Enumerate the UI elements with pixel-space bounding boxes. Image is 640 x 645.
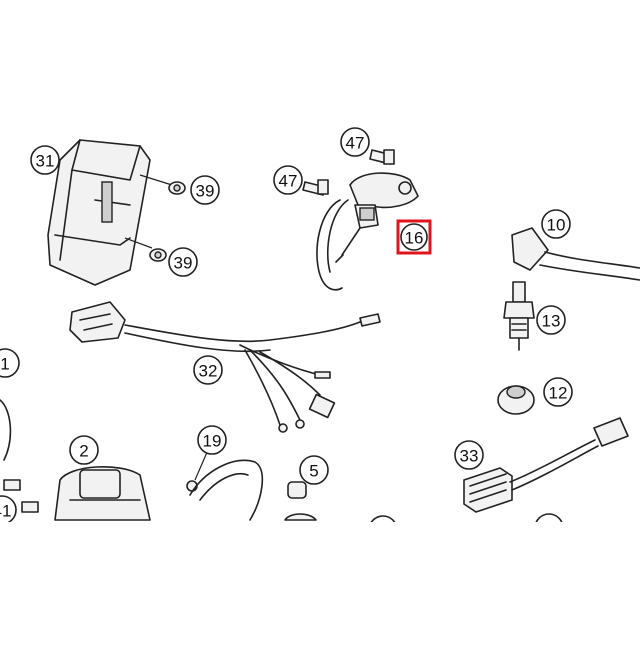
callout-41[interactable]: 41 (0, 495, 17, 525)
part-47-bolt-left[interactable] (302, 179, 329, 196)
callout-47-left-label: 47 (279, 172, 298, 191)
callout-39-lower-label: 39 (174, 254, 193, 273)
part-5-bushing[interactable] (284, 481, 317, 521)
callout-33-label: 33 (460, 447, 479, 466)
callout-19[interactable]: 19 (197, 425, 227, 455)
callout-12-label: 12 (549, 384, 568, 403)
part-13-spark-plug[interactable] (503, 281, 535, 351)
part-12-grommet[interactable] (497, 385, 535, 415)
callout-33[interactable]: 33 (454, 440, 484, 470)
part-32-wiring-harness[interactable] (69, 301, 381, 433)
callout-39-upper[interactable]: 39 (190, 175, 220, 205)
callout-47-upper[interactable]: 47 (340, 127, 370, 157)
callout-16-highlighted[interactable]: 16 (396, 219, 432, 255)
part-41-screws[interactable] (3, 479, 39, 513)
callout-5[interactable]: 5 (299, 455, 329, 485)
part-47-bolt-upper[interactable] (369, 149, 395, 165)
callout-13[interactable]: 13 (536, 305, 566, 335)
callout-13-label: 13 (542, 312, 561, 331)
part-33-regulator[interactable] (463, 417, 629, 513)
callout-5-label: 5 (309, 462, 318, 481)
callout-41-label: 41 (0, 502, 11, 521)
part-39-screw-lower[interactable] (124, 237, 167, 262)
callout-47-left[interactable]: 47 (273, 165, 303, 195)
bottom-blank-area (0, 522, 640, 640)
callout-1-label: 1 (0, 355, 9, 374)
callout-16-label: 16 (405, 229, 424, 248)
part-19-bracket[interactable] (186, 449, 264, 521)
callout-10-label: 10 (547, 216, 566, 235)
callout-19-label: 19 (203, 432, 222, 451)
callout-10[interactable]: 10 (541, 209, 571, 239)
callout-32-label: 32 (199, 362, 218, 381)
part-10-spark-plug-cap[interactable] (511, 227, 640, 281)
callout-1[interactable]: 1 (0, 348, 20, 378)
callout-31-label: 31 (36, 152, 55, 171)
part-2-stator[interactable] (54, 466, 151, 521)
callout-2[interactable]: 2 (69, 435, 99, 465)
callout-2-label: 2 (79, 442, 88, 461)
callout-31[interactable]: 31 (30, 145, 60, 175)
callout-32[interactable]: 32 (193, 355, 223, 385)
callout-47-upper-label: 47 (346, 134, 365, 153)
callout-39-lower[interactable]: 39 (168, 247, 198, 277)
part-31-control-unit[interactable] (47, 139, 151, 286)
callout-39-upper-label: 39 (196, 182, 215, 201)
part-16-ignition-coil[interactable] (316, 172, 419, 291)
part-1-component[interactable] (0, 399, 12, 461)
part-39-screw-upper[interactable] (139, 174, 186, 195)
callout-12[interactable]: 12 (543, 377, 573, 407)
